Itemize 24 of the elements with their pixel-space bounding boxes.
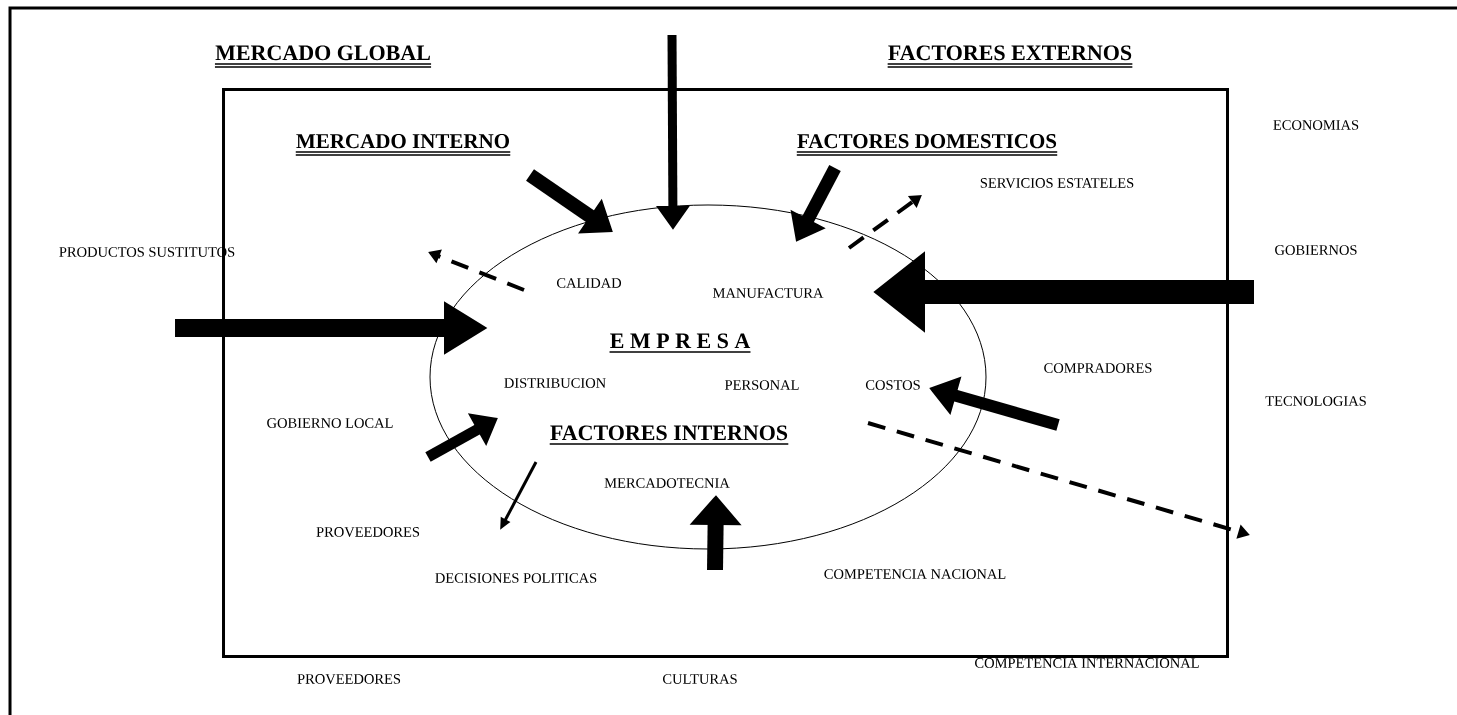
label: CALIDAD	[557, 278, 622, 288]
label: COMPETENCIA INTERNACIONAL	[975, 658, 1199, 668]
label: PERSONAL	[724, 380, 799, 390]
label: COMPETENCIA NACIONAL	[824, 569, 1006, 579]
heading: FACTORES DOMESTICOS	[796, 134, 1058, 156]
heading: FACTORES EXTERNOS	[887, 45, 1133, 68]
label: TECNOLOGIAS	[1265, 396, 1366, 406]
heading: MERCADO GLOBAL	[214, 45, 432, 68]
label: ECONOMIAS	[1273, 120, 1359, 130]
label: DECISIONES POLITICAS	[435, 573, 597, 583]
heading: E M P R E S A	[608, 333, 752, 353]
label: COMPRADORES	[1044, 363, 1152, 373]
heading: MERCADO INTERNO	[295, 134, 511, 156]
label: MANUFACTURA	[713, 288, 824, 298]
label: SERVICIOS ESTATELES	[980, 178, 1134, 188]
label: DISTRIBUCION	[504, 378, 606, 388]
label: COSTOS	[865, 380, 920, 390]
label: CULTURAS	[663, 674, 737, 684]
arrow	[847, 195, 922, 250]
label: GOBIERNOS	[1275, 245, 1357, 255]
label: PROVEEDORES	[297, 674, 401, 684]
label: GOBIERNO LOCAL	[267, 418, 393, 428]
heading: FACTORES INTERNOS	[549, 425, 789, 445]
label: MERCADOTECNIA	[604, 478, 730, 488]
